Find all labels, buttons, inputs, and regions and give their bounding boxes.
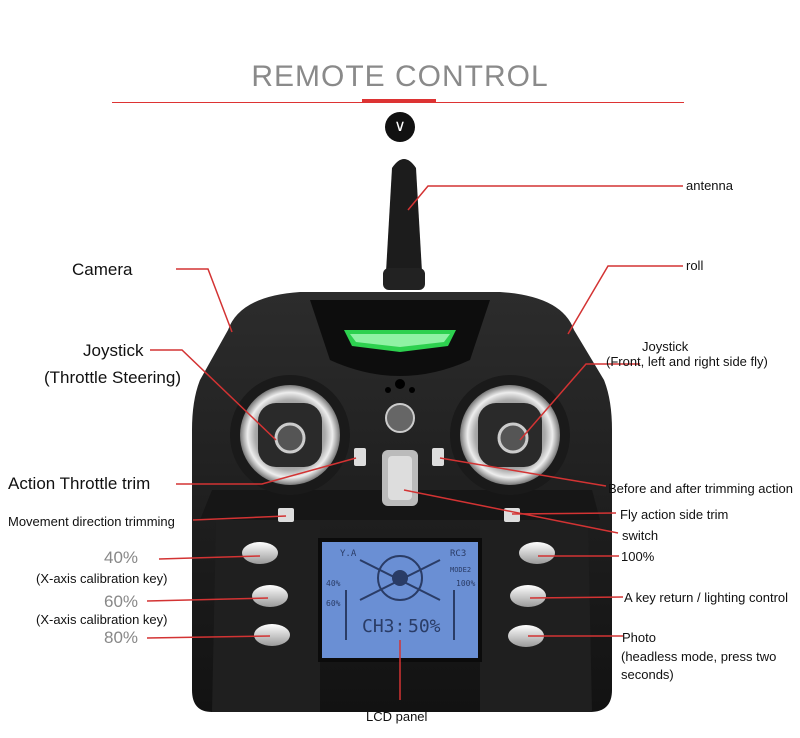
label-photo: Photo [622, 630, 656, 645]
movement-trim-switch [278, 508, 294, 522]
lcd-screen [318, 538, 482, 662]
center-switch [382, 403, 418, 506]
lcd-left-pct-1: 40% [326, 579, 341, 588]
label-throttle-trim: Action Throttle trim [8, 474, 151, 493]
chevron-down-icon: ∨ [385, 112, 415, 142]
label-side-trim: Fly action side trim [620, 507, 729, 522]
label-roll: roll [686, 258, 704, 273]
label-key-return: A key return / lighting control [624, 590, 789, 605]
label-joystick-left-desc: (Throttle Steering) [44, 368, 181, 387]
page-title: REMOTE CONTROL [251, 60, 549, 93]
throttle-trim-switch [354, 448, 366, 466]
lcd-top-right: RC3 [450, 549, 466, 559]
label-100pct: 100% [621, 549, 655, 564]
label-photo-desc-2: seconds) [621, 667, 674, 682]
lcd-channel: CH3: [362, 616, 405, 637]
label-switch: switch [622, 528, 659, 543]
left-joystick [230, 375, 350, 495]
side-buttons [242, 542, 555, 647]
lcd-mode: MODE2 [450, 566, 471, 574]
leader-lines [146, 185, 683, 700]
label-40pct-desc: (X-axis calibration key) [36, 571, 168, 586]
label-photo-desc-1: (headless mode, press two [621, 649, 777, 664]
lcd-left-pct-2: 60% [326, 599, 341, 608]
trim-action-switch [432, 448, 444, 466]
label-camera: Camera [72, 260, 133, 279]
right-joystick [450, 375, 570, 495]
label-trim-action: Before and after trimming action [608, 481, 793, 496]
label-joystick-right: Joystick [642, 339, 689, 354]
label-movement-trim: Movement direction trimming [8, 514, 175, 529]
label-lcd-panel: LCD panel [366, 709, 428, 724]
label-40pct: 40% [104, 548, 139, 567]
label-joystick-left: Joystick [83, 341, 144, 360]
label-80pct: 80% [104, 628, 139, 647]
lcd-top-left: Y.A [340, 549, 357, 559]
lcd-right-pct: 100% [456, 579, 475, 588]
label-antenna: antenna [686, 178, 733, 193]
label-60pct: 60% [104, 592, 139, 611]
label-joystick-right-desc: (Front, left and right side fly) [606, 354, 768, 369]
antenna-part [383, 159, 425, 290]
title-divider-accent [362, 99, 436, 103]
label-60pct-desc: (X-axis calibration key) [36, 612, 168, 627]
lcd-value: 50% [408, 616, 441, 637]
